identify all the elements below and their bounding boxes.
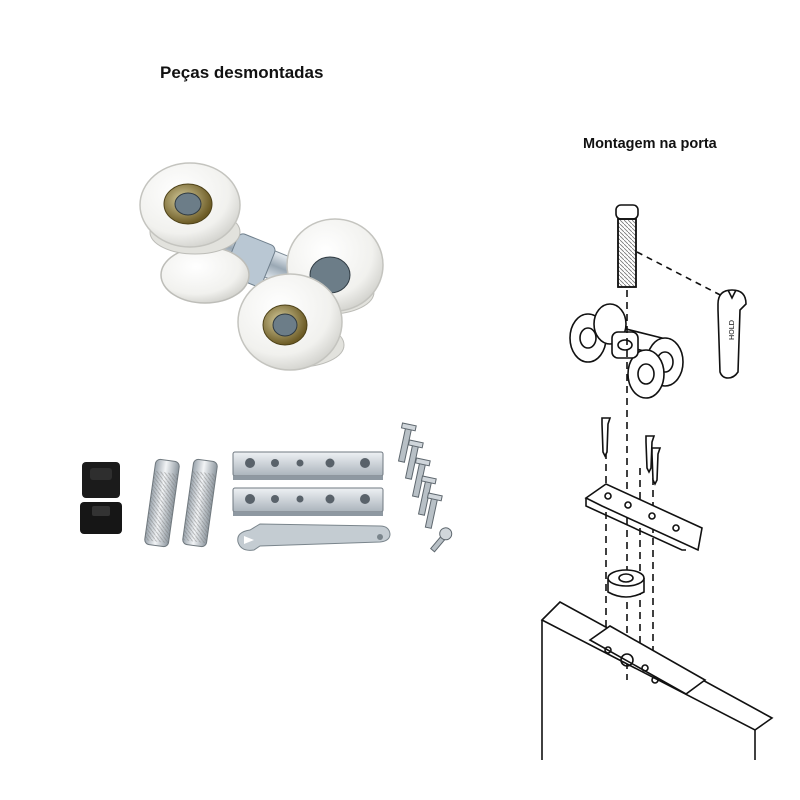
door-mounting-title: Montagem na porta bbox=[583, 136, 717, 152]
wheel-front-right bbox=[237, 273, 345, 371]
drawing-wrench: HOLD bbox=[717, 289, 747, 379]
rubber-stopper bbox=[80, 462, 122, 534]
screws bbox=[397, 422, 453, 553]
roller-carriage bbox=[139, 162, 384, 371]
mounting-plate-bottom bbox=[232, 487, 384, 516]
threaded-bolt-right bbox=[182, 458, 218, 548]
wheel-top-left bbox=[139, 162, 241, 255]
assembly-drawing: HOLD bbox=[540, 204, 774, 760]
drawing-bushing bbox=[607, 569, 645, 598]
wrench bbox=[237, 523, 391, 551]
mounting-plate-top bbox=[232, 451, 384, 480]
drawing-plate bbox=[584, 483, 703, 552]
drawing-screws bbox=[601, 417, 662, 486]
svg-text:HOLD: HOLD bbox=[728, 320, 736, 340]
drawing-carriage bbox=[569, 303, 684, 399]
drawing-door bbox=[540, 601, 774, 760]
drawing-bolt bbox=[615, 204, 639, 288]
threaded-bolt-left bbox=[144, 458, 180, 548]
disassembled-parts-title: Peças desmontadas bbox=[160, 63, 324, 82]
